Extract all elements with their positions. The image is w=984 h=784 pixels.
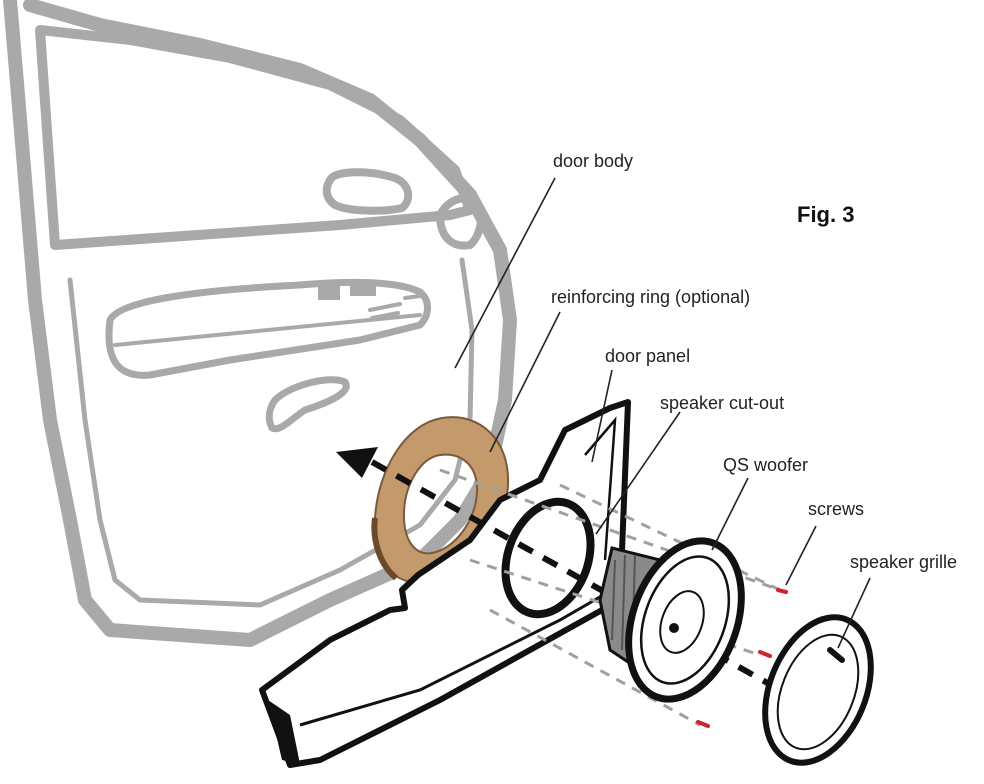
figure-title: Fig. 3 bbox=[797, 202, 854, 227]
window-switch-icon bbox=[318, 286, 340, 300]
label-speaker-cutout: speaker cut-out bbox=[660, 393, 784, 413]
label-screws: screws bbox=[808, 499, 864, 519]
car-door-illustration bbox=[3, 0, 517, 647]
qs-woofer bbox=[598, 537, 745, 703]
label-speaker-grille: speaker grille bbox=[850, 552, 957, 572]
direction-arrow-icon bbox=[336, 447, 378, 478]
door-panel bbox=[259, 399, 631, 768]
label-door-body: door body bbox=[553, 151, 633, 171]
speaker-grille bbox=[762, 614, 874, 766]
screws bbox=[696, 588, 788, 728]
label-reinforcing-ring: reinforcing ring (optional) bbox=[551, 287, 750, 307]
window-switch-icon-2 bbox=[350, 282, 376, 296]
label-door-panel: door panel bbox=[605, 346, 690, 366]
leader-lines bbox=[454, 177, 871, 649]
label-qs-woofer: QS woofer bbox=[723, 455, 808, 475]
